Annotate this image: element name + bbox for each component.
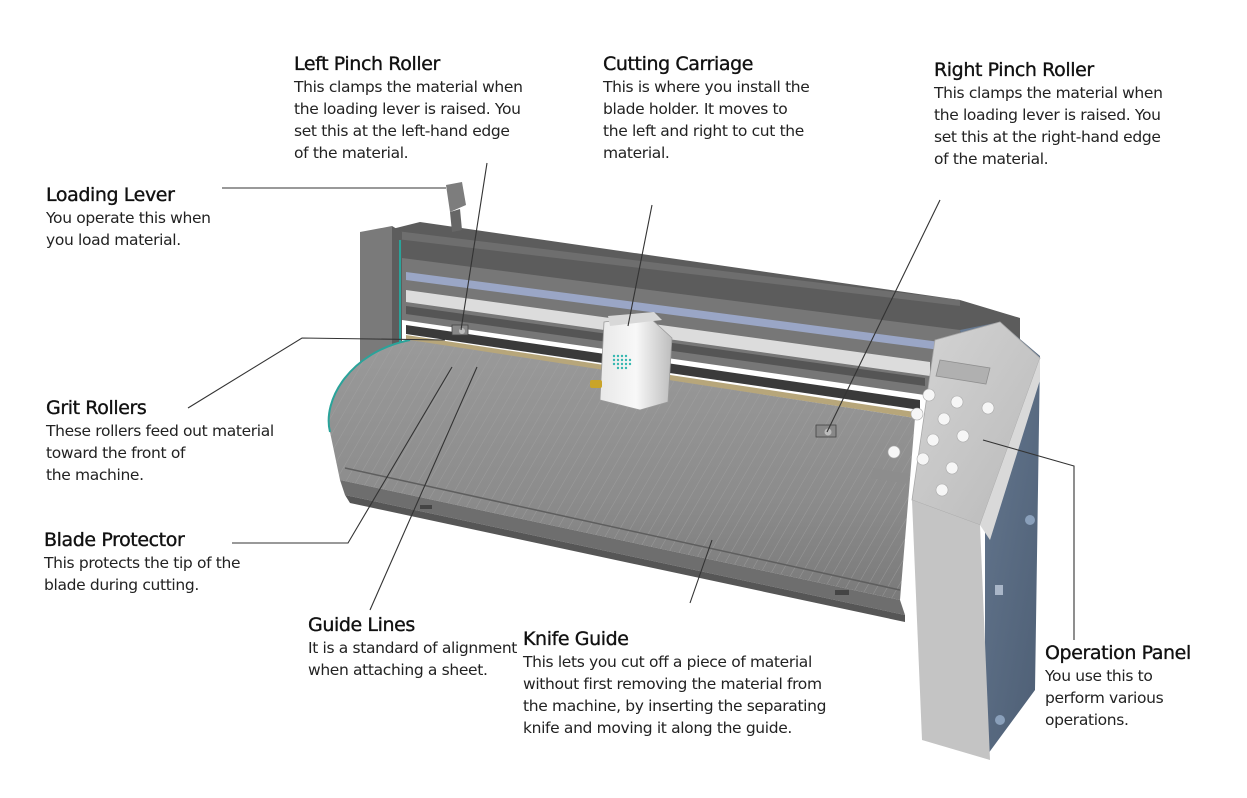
callout-title: Knife Guide <box>523 628 629 650</box>
right-pinch-roller-part <box>815 424 837 438</box>
callout-right-pinch-roller: Right Pinch Roller This clamps the mater… <box>934 58 1163 170</box>
callout-title: Left Pinch Roller <box>294 53 441 75</box>
left-pinch-roller-part <box>451 324 469 336</box>
callout-description: These rollers feed out material toward t… <box>46 422 274 484</box>
callout-description: This lets you cut off a piece of materia… <box>523 653 827 737</box>
loading-lever-part <box>446 182 466 232</box>
leader-cutting-carriage <box>627 204 653 327</box>
leader-operation-panel <box>982 439 1075 640</box>
leader-lines <box>187 162 1075 640</box>
callout-description: This protects the tip of the blade durin… <box>44 554 241 594</box>
callout-description: You use this to perform various operatio… <box>1045 667 1164 729</box>
callout-description: This clamps the material when the loadin… <box>294 78 523 162</box>
callout-title: Guide Lines <box>308 614 416 636</box>
callout-title: Loading Lever <box>46 184 175 206</box>
leader-knife-guide <box>689 539 713 604</box>
callout-loading-lever: Loading Lever You operate this when you … <box>46 183 211 251</box>
leader-guide-lines <box>369 366 478 611</box>
callout-cutting-carriage: Cutting Carriage This is where you insta… <box>603 52 810 164</box>
feet <box>420 505 849 595</box>
callout-description: You operate this when you load material. <box>46 209 211 249</box>
callout-left-pinch-roller: Left Pinch Roller This clamps the materi… <box>294 52 523 164</box>
callout-blade-protector: Blade Protector This protects the tip of… <box>44 528 241 596</box>
leader-left-pinch-roller <box>460 162 488 331</box>
callout-guide-lines: Guide Lines It is a standard of alignmen… <box>308 613 518 681</box>
leader-right-pinch-roller <box>826 199 941 433</box>
leader-blade-protector <box>232 366 453 544</box>
callout-title: Blade Protector <box>44 529 185 551</box>
front-apron <box>327 339 915 622</box>
leader-grit-rollers <box>187 337 446 409</box>
operation-panel-part <box>871 321 1041 760</box>
callout-title: Cutting Carriage <box>603 53 754 75</box>
callout-title: Grit Rollers <box>46 397 147 419</box>
callout-description: This is where you install the blade hold… <box>603 78 810 162</box>
callout-grit-rollers: Grit Rollers These rollers feed out mate… <box>46 396 274 486</box>
callout-title: Right Pinch Roller <box>934 59 1095 81</box>
cutting-carriage-part <box>590 312 673 411</box>
callout-description: It is a standard of alignment when attac… <box>308 639 518 679</box>
callout-title: Operation Panel <box>1045 642 1192 664</box>
callout-knife-guide: Knife Guide This lets you cut off a piec… <box>523 627 827 739</box>
callout-description: This clamps the material when the loadin… <box>934 84 1163 168</box>
callout-operation-panel: Operation Panel You use this to perform … <box>1045 641 1192 731</box>
